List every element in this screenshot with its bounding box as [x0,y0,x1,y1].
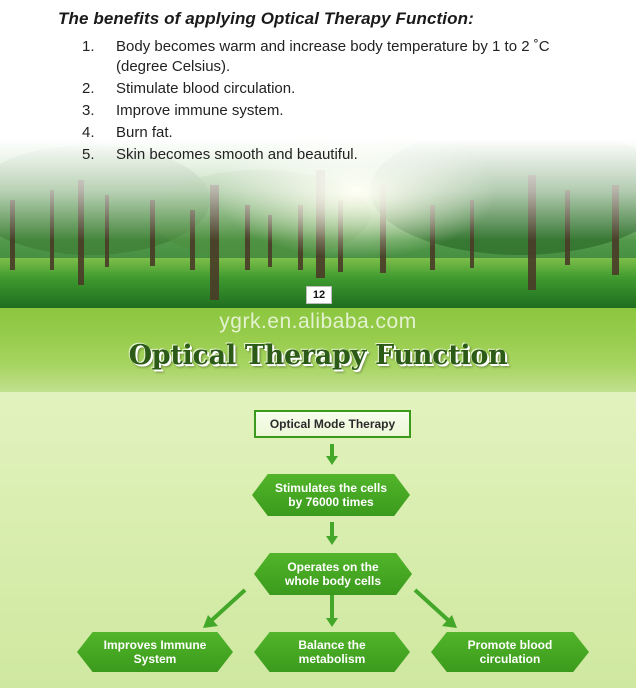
watermark: ygrk.en.alibaba.com [219,310,417,333]
title-banner: ygrk.en.alibaba.com Optical Therapy Func… [0,308,636,392]
outcome-label-line2: circulation [479,652,541,666]
benefits-title: The benefits of applying Optical Therapy… [58,9,474,28]
benefit-number: 1. [82,38,95,55]
section-title: Optical Therapy Function [128,340,508,371]
outcome-label-line1: Promote blood [467,638,553,652]
benefit-text: Skin becomes smooth and beautiful. [116,146,358,163]
arrowhead-down-3 [326,618,338,627]
arrowhead-down-2 [326,536,338,545]
arrow-right [413,588,450,622]
flow-step-label-line2: by 76000 times [288,495,374,509]
outcome-label-line1: Balance the [298,638,366,652]
outcome-label-line2: System [133,652,177,666]
benefit-text: Body becomes warm and increase body temp… [116,38,550,55]
benefit-text: (degree Celsius). [116,58,231,75]
benefit-number: 3. [82,102,95,119]
arrowhead-right [442,615,457,628]
benefit-number: 4. [82,124,95,141]
arrowhead-down-1 [326,456,338,465]
flow-step-label-line1: Stimulates the cells [274,481,388,495]
outcome-promote-blood-circulation: Promote blood circulation [431,632,589,672]
flow-section: ygrk.en.alibaba.com Optical Therapy Func… [0,308,636,688]
flow-step-operates-on-cells: Operates on the whole body cells [254,553,412,595]
benefit-text: Burn fat. [116,124,173,141]
benefit-text: Stimulate blood circulation. [116,80,296,97]
flow-step-label-line2: whole body cells [284,574,382,588]
arrowhead-left [203,615,218,628]
outcome-balance-metabolism: Balance the metabolism [254,632,410,672]
arrow-left [210,588,247,622]
outcome-label-line1: Improves Immune [103,638,207,652]
benefit-number: 5. [82,146,95,163]
outcome-label-line2: metabolism [298,652,366,666]
flow-step-label-line1: Operates on the [287,560,379,574]
flow-arrows [203,444,457,628]
flow-step-optical-mode-therapy: Optical Mode Therapy [254,410,411,438]
forest-image [0,0,636,308]
flow-step-stimulates-cells: Stimulates the cells by 76000 times [252,474,410,516]
benefits-section: The benefits of applying Optical Therapy… [0,0,636,308]
benefit-number: 2. [82,80,95,97]
page-number: 12 [306,286,332,304]
outcome-improves-immune-system: Improves Immune System [77,632,233,672]
flow-step-label: Optical Mode Therapy [269,417,396,431]
benefit-text: Improve immune system. [116,102,284,119]
